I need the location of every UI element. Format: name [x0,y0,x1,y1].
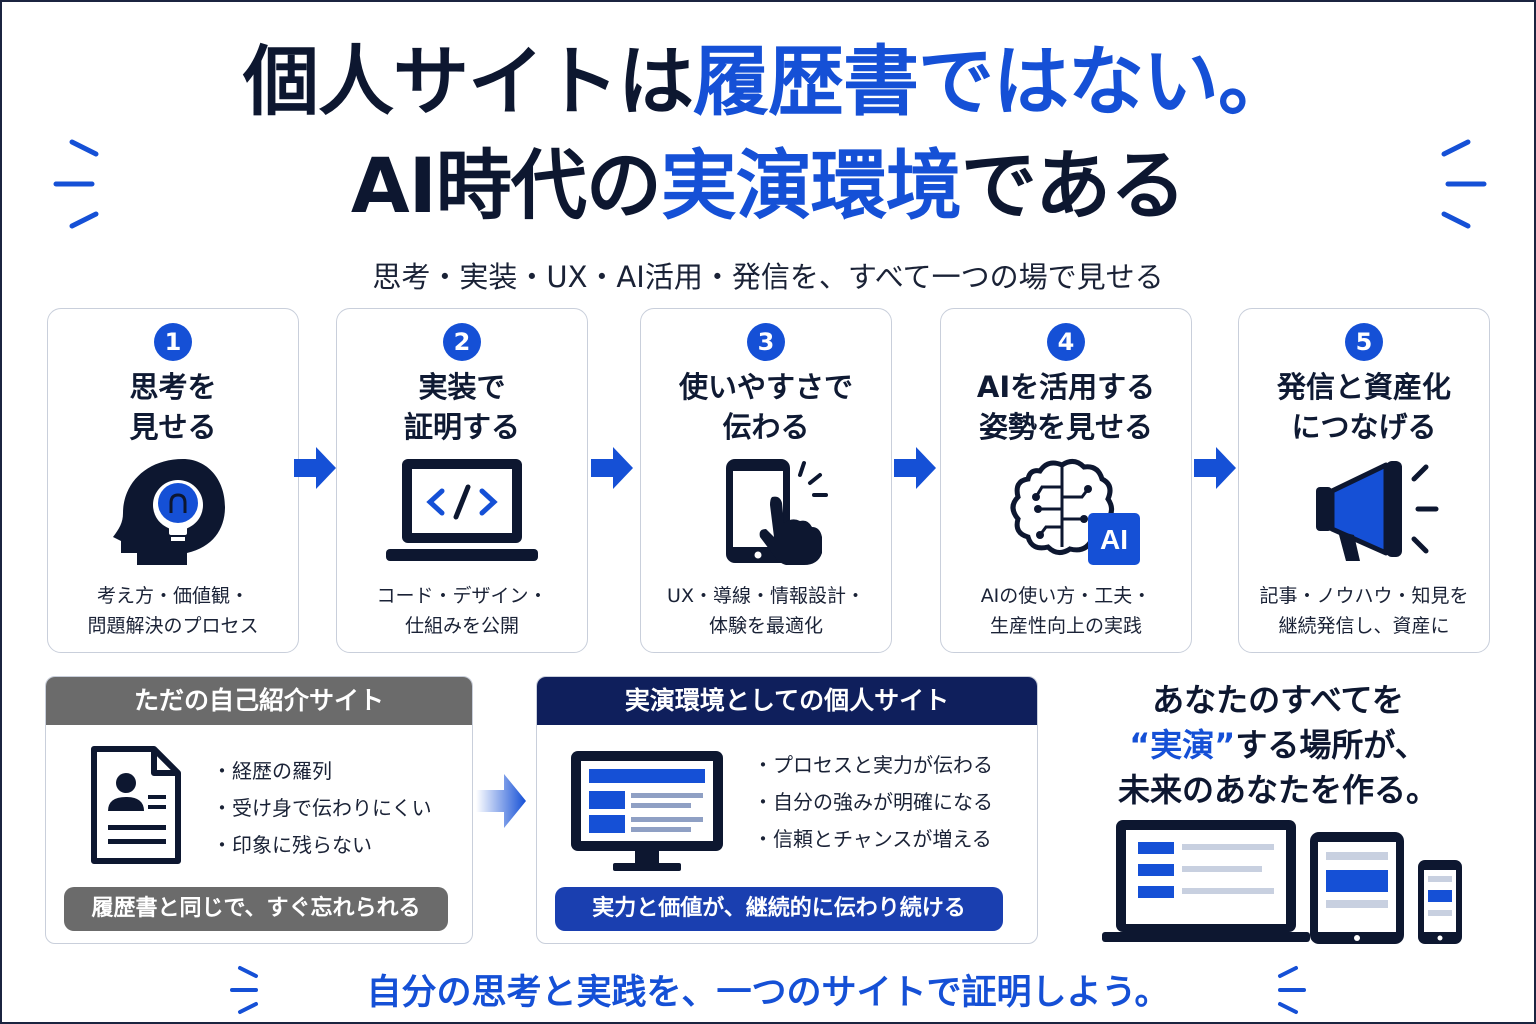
step-card-2: 2 実装で 証明する コード・デザイン・ 仕組みを公開 [336,308,588,653]
arrow-right-icon [1194,447,1236,489]
monitor-website-icon [571,751,723,871]
list-item: 経歴の羅列 [212,753,432,790]
demo-site-footer: 実力と価値が、継続的に伝わり続ける [555,887,1003,931]
responsive-devices-icon [1102,820,1462,944]
step-title: AIを活用する 姿勢を見せる [976,370,1156,444]
headline-line-2-blue: 実演環境 [660,141,962,230]
spark-left-small-icon [230,966,258,1014]
step-description: 記事・ノウハウ・知見を 継続発信し、資産に [1259,585,1469,637]
step-number: 3 [747,323,785,361]
step-card-5: 5 発信と資産化 につなげる 記事・ノウハウ・知見を 継続発信し、資産に [1238,308,1490,653]
headline-line-2-dark-b: である [960,141,1186,230]
step-number: 4 [1047,323,1085,361]
tagline-line-2-rest: する場所が、 [1235,726,1427,764]
laptop-code-icon [386,459,538,561]
headline-line-2: AI時代の実演環境である [0,148,1536,224]
step-description: コード・デザイン・ 仕組みを公開 [376,585,548,637]
head-lightbulb-icon [113,459,225,565]
step-number: 5 [1345,323,1383,361]
tagline-line-2: “実演”する場所が、 [1068,723,1488,768]
step-description: AIの使い方・工夫・ 生産性向上の実践 [980,585,1152,637]
arrow-right-icon [894,447,936,489]
step-number: 1 [154,323,192,361]
headline-line-1: 個人サイトは履歴書ではない。 [0,44,1536,120]
tagline-line-1: あなたのすべてを [1152,681,1404,719]
list-item: 受け身で伝わりにくい [212,790,432,827]
transition-arrow-icon [476,774,526,828]
step-card-4: 4 AIを活用する 姿勢を見せる AI AIの使い方・工夫・ 生産性向上の実践 [940,308,1192,653]
ai-badge-label: AI [1100,524,1128,555]
closing-message: 自分の思考と実践を、一つのサイトで証明しよう。 [366,973,1170,1013]
headline-line-1-blue: 履歴書ではない。 [693,37,1294,126]
brain-ai-icon: AI [1010,459,1140,565]
spark-left-icon [53,139,99,229]
tagline: あなたのすべてを “実演”する場所が、 未来のあなたを作る。 [1068,678,1488,813]
step-description: 考え方・価値観・ 問題解決のプロセス [87,585,259,637]
list-item: 信頼とチャンスが増える [753,821,993,858]
plain-site-footer: 履歴書と同じで、すぐ忘れられる [64,887,448,931]
step-number: 2 [443,323,481,361]
step-title: 実装で 証明する [403,370,520,444]
demo-site-panel: 実演環境としての個人サイト プロセスと実力が伝わる 自分の強みが明確になる 信頼… [536,676,1038,944]
step-title: 発信と資産化 につなげる [1276,370,1451,444]
arrow-right-icon [591,447,633,489]
resume-document-icon [91,746,181,864]
smartphone-tap-icon [726,459,828,565]
plain-site-heading: ただの自己紹介サイト [46,677,472,725]
spark-right-small-icon [1278,966,1306,1014]
tagline-line-3: 未来のあなたを作る。 [1117,771,1438,809]
step-card-1: 1 思考を 見せる 考え方・価値観・ 問題解決のプロセス [47,308,299,653]
subtitle: 思考・実装・UX・AI活用・発信を、すべて一つの場で見せる [372,260,1164,294]
list-item: 自分の強みが明確になる [753,784,993,821]
plain-site-list: 経歴の羅列 受け身で伝わりにくい 印象に残らない [212,753,432,864]
headline-line-2-dark-a: AI時代の [350,141,662,230]
step-description: UX・導線・情報設計・ 体験を最適化 [667,585,865,637]
demo-site-list: プロセスと実力が伝わる 自分の強みが明確になる 信頼とチャンスが増える [753,747,993,858]
step-card-3: 3 使いやすさで 伝わる UX・導線・情報設計・ 体験を最適化 [640,308,892,653]
step-title: 使いやすさで 伝わる [678,370,853,444]
arrow-right-icon [294,447,336,489]
list-item: プロセスと実力が伝わる [753,747,993,784]
plain-site-panel: ただの自己紹介サイト 経歴の羅列 受け身で伝わりにくい 印象に残らない 履歴書と… [45,676,473,944]
demo-site-heading: 実演環境としての個人サイト [537,677,1037,725]
list-item: 印象に残らない [212,827,432,864]
step-title: 思考を 見せる [129,370,217,444]
tagline-quote: “実演” [1129,726,1236,764]
megaphone-icon [1316,461,1439,561]
headline-line-1-dark: 個人サイトは [243,37,694,126]
spark-right-icon [1441,139,1487,229]
